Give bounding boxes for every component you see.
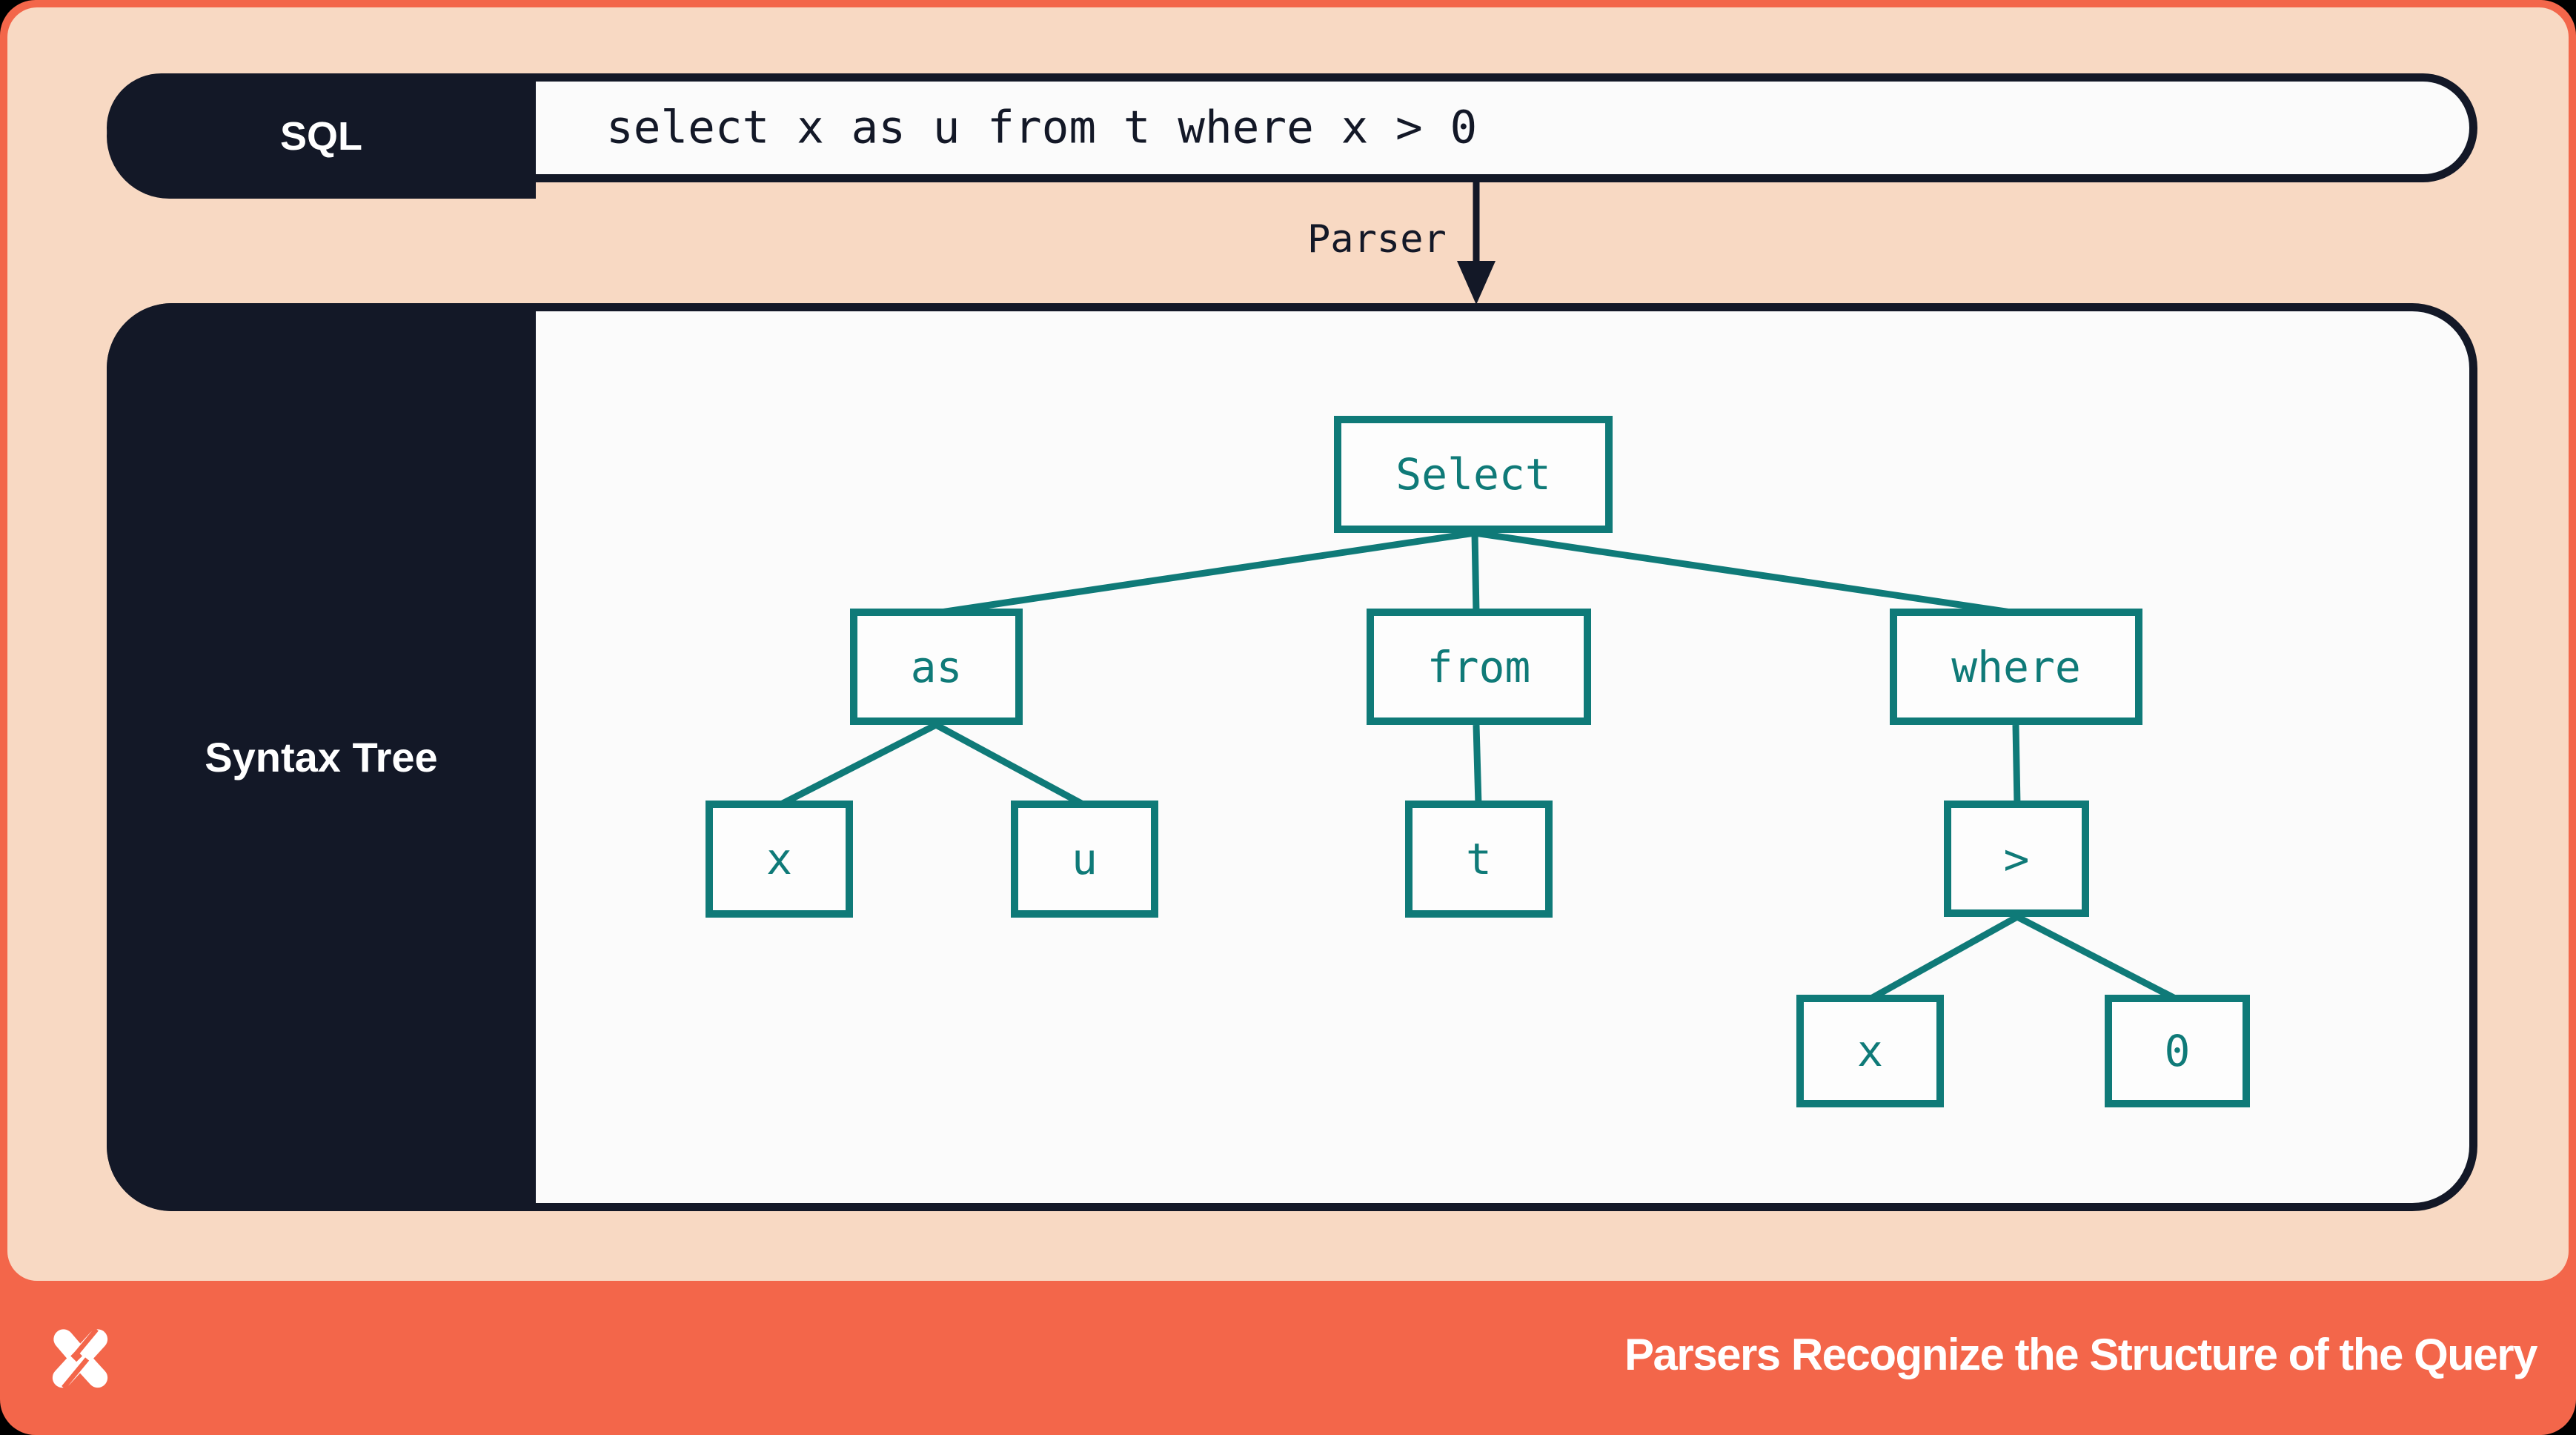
- tree-node-zero-literal: 0: [2105, 995, 2250, 1107]
- tree-node-label: u: [1072, 834, 1098, 884]
- parser-label: Parser: [1307, 217, 1447, 262]
- tree-node-x-column: x: [706, 801, 853, 918]
- tree-node-label: where: [1951, 641, 2081, 692]
- sql-bar: SQL select x as u from t where x > 0: [107, 73, 2477, 199]
- tree-node-label: from: [1427, 641, 1531, 692]
- tree-node-label: t: [1466, 834, 1492, 884]
- sql-bar-label: SQL: [279, 113, 362, 159]
- syntax-tree-label-segment: Syntax Tree: [107, 303, 536, 1211]
- dolt-star-logo-icon: [52, 1328, 108, 1390]
- tree-node-label: as: [910, 641, 963, 692]
- tree-node-gt-operator: >: [1944, 801, 2089, 917]
- tree-node-label: x: [1857, 1026, 1883, 1076]
- tree-node-label: >: [2003, 833, 2030, 884]
- syntax-tree-panel: Syntax Tree: [107, 303, 2477, 1211]
- tree-node-label: 0: [2164, 1026, 2191, 1076]
- tree-node-label: x: [766, 834, 792, 884]
- tree-node-select: Select: [1334, 416, 1613, 533]
- tree-node-from: from: [1367, 609, 1591, 725]
- sql-query-text: select x as u from t where x > 0: [606, 100, 1478, 153]
- tree-node-u-alias: u: [1011, 801, 1158, 918]
- tree-node-x-operand: x: [1796, 995, 1944, 1107]
- tree-node-where: where: [1890, 609, 2142, 725]
- tree-node-as: as: [850, 609, 1023, 725]
- footer-title: Parsers Recognize the Structure of the Q…: [1624, 1330, 2538, 1379]
- tree-node-label: Select: [1395, 449, 1551, 500]
- tree-node-t-table: t: [1405, 801, 1553, 918]
- syntax-tree-label: Syntax Tree: [205, 733, 438, 781]
- sql-bar-label-segment: SQL: [107, 73, 536, 199]
